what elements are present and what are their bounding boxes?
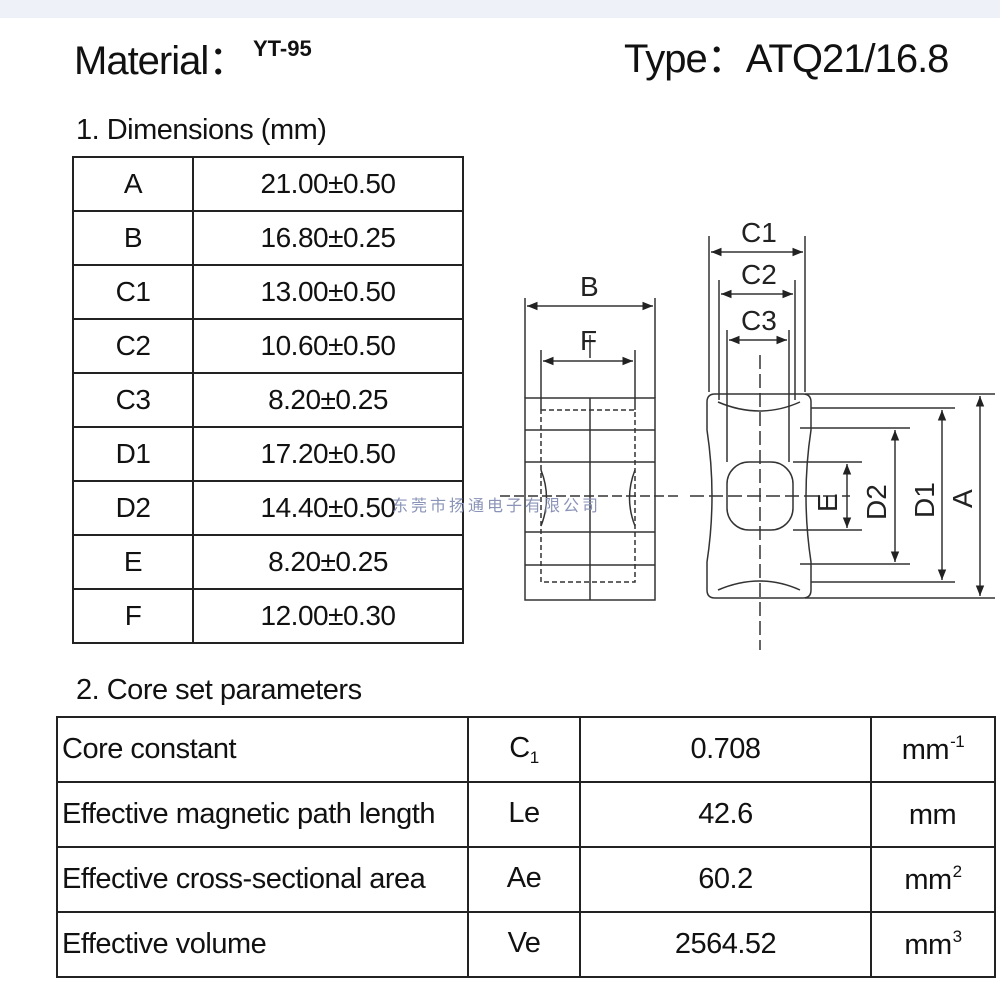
dimension-value: 16.80±0.25 (192, 210, 464, 266)
dimension-key: C1 (72, 264, 194, 320)
parameter-unit: mm2 (870, 846, 996, 913)
type-label: Type：ATQ21/16.8 (624, 37, 949, 81)
material-label: Material： (74, 39, 248, 83)
parameter-name: Effective magnetic path length (56, 781, 469, 848)
table-row: A 21.00±0.50 (72, 156, 464, 212)
label-e: E (812, 493, 843, 512)
dimension-key: A (72, 156, 194, 212)
table-row: B 16.80±0.25 (72, 210, 464, 266)
parameter-value: 42.6 (579, 781, 872, 848)
top-bar (0, 0, 1000, 18)
parameter-value: 2564.52 (579, 911, 872, 978)
parameter-value: 60.2 (579, 846, 872, 913)
table-row: Effective cross-sectional area Ae 60.2 m… (56, 846, 996, 913)
dimension-key: E (72, 534, 194, 590)
core-drawing: B F C1 C2 C3 E D2 D1 A (500, 217, 995, 650)
label-d1: D1 (909, 482, 940, 518)
table-row: Core constant C1 0.708 mm-1 (56, 716, 996, 783)
parameters-title: 2. Core set parameters (76, 674, 362, 706)
dimension-key: C3 (72, 372, 194, 428)
material-value: YT-95 (253, 36, 312, 61)
label-c1: C1 (741, 217, 777, 248)
table-row: E 8.20±0.25 (72, 534, 464, 590)
parameter-unit: mm3 (870, 911, 996, 978)
parameter-symbol: C1 (467, 716, 581, 783)
label-a: A (947, 489, 978, 508)
table-row: F 12.00±0.30 (72, 588, 464, 644)
dimension-key: B (72, 210, 194, 266)
dimension-value: 8.20±0.25 (192, 372, 464, 428)
table-row: C3 8.20±0.25 (72, 372, 464, 428)
table-row: D2 14.40±0.50 (72, 480, 464, 536)
parameter-symbol: Le (467, 781, 581, 848)
parameter-unit: mm (870, 781, 996, 848)
dimension-value: 13.00±0.50 (192, 264, 464, 320)
parameter-symbol: Ve (467, 911, 581, 978)
parameters-table: Core constant C1 0.708 mm-1 Effective ma… (56, 716, 996, 978)
dimension-value: 10.60±0.50 (192, 318, 464, 374)
parameter-unit: mm-1 (870, 716, 996, 783)
parameter-name: Effective volume (56, 911, 469, 978)
label-f: F (580, 325, 597, 356)
dimensions-table: A 21.00±0.50 B 16.80±0.25 C1 13.00±0.50 … (72, 156, 464, 644)
label-b: B (580, 271, 599, 302)
side-view (500, 298, 680, 601)
dimension-key: D2 (72, 480, 194, 536)
watermark: 东莞市扬通电子有限公司 (392, 498, 602, 515)
parameter-symbol: Ae (467, 846, 581, 913)
table-row: Effective volume Ve 2564.52 mm3 (56, 911, 996, 978)
dimension-key: C2 (72, 318, 194, 374)
front-view (690, 236, 995, 650)
dimension-key: F (72, 588, 194, 644)
table-row: C2 10.60±0.50 (72, 318, 464, 374)
dimension-key: D1 (72, 426, 194, 482)
label-c2: C2 (741, 259, 777, 290)
dimension-value: 17.20±0.50 (192, 426, 464, 482)
dimension-value: 12.00±0.30 (192, 588, 464, 644)
parameter-value: 0.708 (579, 716, 872, 783)
label-c3: C3 (741, 305, 777, 336)
table-row: D1 17.20±0.50 (72, 426, 464, 482)
dimension-value: 21.00±0.50 (192, 156, 464, 212)
parameter-name: Effective cross-sectional area (56, 846, 469, 913)
dimension-value: 8.20±0.25 (192, 534, 464, 590)
parameter-name: Core constant (56, 716, 469, 783)
label-d2: D2 (861, 484, 892, 520)
dimensions-title: 1. Dimensions (mm) (76, 114, 327, 146)
dimension-value: 14.40±0.50 (192, 480, 464, 536)
table-row: Effective magnetic path length Le 42.6 m… (56, 781, 996, 848)
table-row: C1 13.00±0.50 (72, 264, 464, 320)
